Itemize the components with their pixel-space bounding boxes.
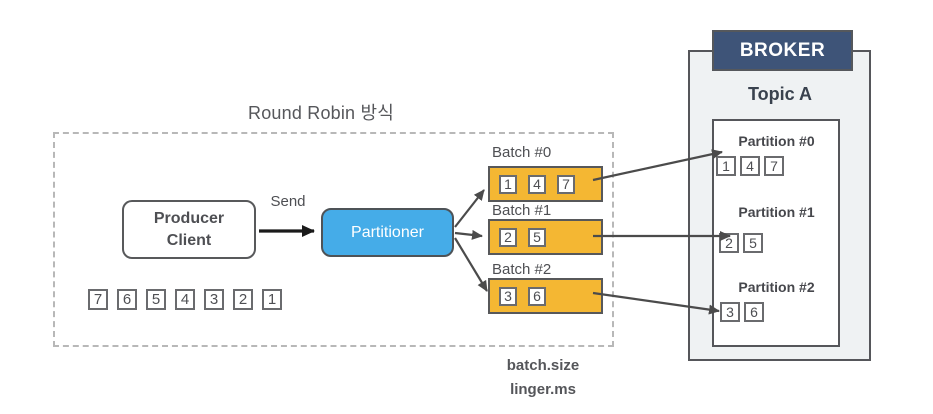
batch-size-label: batch.size (506, 357, 580, 374)
batch-message: 6 (528, 286, 546, 306)
queue-message: 4 (175, 289, 195, 310)
partition-message: 2 (719, 233, 739, 253)
batch-message: 2 (499, 227, 517, 247)
batch-0-label: Batch #0 (492, 144, 552, 161)
queue-message: 2 (233, 289, 253, 310)
partition-message: 4 (740, 156, 760, 176)
diagram-title: Round Robin 방식 (248, 103, 394, 123)
partition-0-messages: 1 4 7 (716, 156, 784, 176)
queue-message: 1 (262, 289, 282, 310)
batch-message: 4 (528, 174, 546, 194)
partition-0-label: Partition #0 (738, 133, 815, 149)
batch-message: 3 (499, 286, 517, 306)
producer-client-box: Producer Client (122, 200, 256, 259)
partition-message: 6 (744, 302, 764, 322)
linger-ms-label: linger.ms (510, 381, 576, 398)
partition-message: 5 (743, 233, 763, 253)
queue-message: 6 (117, 289, 137, 310)
producer-boundary-box (53, 132, 614, 347)
batch-1-box: 2 5 (488, 219, 603, 255)
broker-header: BROKER (712, 30, 853, 71)
batch-message: 7 (557, 174, 575, 194)
batch-0-box: 1 4 7 (488, 166, 603, 202)
partition-message: 1 (716, 156, 736, 176)
batch-1-label: Batch #1 (492, 202, 552, 219)
partition-message: 3 (720, 302, 740, 322)
partition-2-messages: 3 6 (720, 302, 764, 322)
batch-message: 5 (528, 227, 546, 247)
producer-label-line2: Client (166, 231, 212, 249)
batch-2-box: 3 6 (488, 278, 603, 314)
partition-2-label: Partition #2 (738, 279, 815, 295)
send-label: Send (270, 193, 306, 210)
producer-label-line1: Producer (153, 209, 225, 227)
partition-1-label: Partition #1 (738, 204, 815, 220)
partition-1-messages: 2 5 (719, 233, 763, 253)
batch-message: 1 (499, 174, 517, 194)
queue-message: 3 (204, 289, 224, 310)
producer-config-labels: batch.size linger.ms (443, 354, 643, 402)
topic-a-label: Topic A (748, 84, 812, 104)
batch-2-label: Batch #2 (492, 261, 552, 278)
message-queue: 7 6 5 4 3 2 1 (88, 289, 282, 310)
queue-message: 5 (146, 289, 166, 310)
partitioner-box: Partitioner (321, 208, 454, 257)
partition-message: 7 (764, 156, 784, 176)
queue-message: 7 (88, 289, 108, 310)
